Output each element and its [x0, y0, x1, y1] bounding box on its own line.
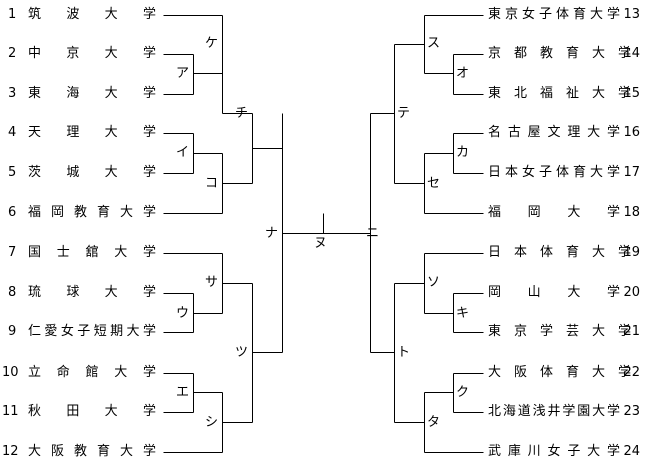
match-label-i: イ [176, 145, 190, 160]
match-label-to: ト [397, 345, 411, 360]
team-name: 福 岡 大 学 [488, 205, 620, 220]
team-seed: 19 [623, 245, 640, 260]
team-seed: 22 [623, 365, 640, 380]
team-seed: 20 [623, 285, 640, 300]
match-label-a: ア [176, 66, 190, 81]
match-label-ko: コ [205, 176, 219, 191]
team-seed: 3 [8, 86, 17, 101]
team-name: 東京女子体育大学 [488, 7, 620, 22]
team-name: 福岡教育大学 [28, 205, 156, 220]
match-label-shi: シ [205, 415, 219, 430]
match-label-se: セ [427, 176, 441, 191]
team-name: 京 都 教 育 大 学 [488, 46, 632, 61]
team-seed: 4 [8, 125, 17, 140]
match-label-ki: キ [456, 306, 470, 321]
team-name: 東 京 学 芸 大 学 [488, 324, 632, 339]
team-name: 立 命 館 大 学 [28, 365, 156, 380]
team-seed: 1 [8, 7, 17, 22]
match-label-nu: ヌ [314, 236, 328, 251]
team-seed: 7 [8, 245, 17, 260]
match-label-u: ウ [176, 306, 190, 321]
match-label-te: テ [397, 106, 411, 121]
team-seed: 13 [623, 7, 640, 22]
team-seed: 8 [8, 285, 17, 300]
team-name: 天 理 大 学 [28, 125, 156, 140]
team-seed: 10 [2, 365, 19, 380]
team-name: 茨 城 大 学 [28, 165, 156, 180]
team-seed: 5 [8, 165, 17, 180]
team-seed: 24 [623, 444, 640, 459]
match-label-chi: チ [235, 106, 249, 121]
team-seed: 12 [2, 444, 19, 459]
team-name: 北海道浅井学園大学 [488, 404, 620, 419]
team-name: 筑 波 大 学 [28, 7, 156, 22]
team-seed: 14 [623, 46, 640, 61]
team-seed: 11 [2, 404, 19, 419]
team-seed: 9 [8, 324, 17, 339]
match-label-ta: タ [427, 415, 441, 430]
team-name: 岡 山 大 学 [488, 285, 620, 300]
team-seed: 21 [623, 324, 640, 339]
match-label-ni: ニ [366, 226, 380, 241]
team-seed: 2 [8, 46, 17, 61]
team-seed: 16 [623, 125, 640, 140]
match-label-ku: ク [456, 385, 470, 400]
team-name: 日 本 体 育 大 学 [488, 245, 632, 260]
team-name: 仁愛女子短期大学 [28, 324, 156, 339]
team-name: 国 士 舘 大 学 [28, 245, 156, 260]
match-label-e: エ [176, 385, 190, 400]
team-name: 大阪教育大学 [28, 444, 156, 459]
match-label-tsu: ツ [235, 345, 249, 360]
team-name: 中 京 大 学 [28, 46, 156, 61]
team-seed: 18 [623, 205, 640, 220]
match-label-sa: サ [205, 275, 219, 290]
team-name: 武庫川女子大学 [488, 444, 620, 459]
match-label-na: ナ [265, 226, 279, 241]
team-name: 秋 田 大 学 [28, 404, 156, 419]
team-name: 東 北 福 祉 大 学 [488, 86, 632, 101]
team-name: 名古屋文理大学 [488, 125, 620, 140]
match-label-su: ス [427, 36, 441, 51]
team-seed: 6 [8, 205, 17, 220]
team-seed: 23 [623, 404, 640, 419]
match-label-o: オ [456, 66, 470, 81]
team-name: 琉 球 大 学 [28, 285, 156, 300]
team-name: 大 阪 体 育 大 学 [488, 365, 632, 380]
match-label-ke: ケ [205, 36, 219, 51]
team-seed: 15 [623, 86, 640, 101]
match-label-ka: カ [456, 145, 470, 160]
team-name: 日本女子体育大学 [488, 165, 620, 180]
team-seed: 17 [623, 165, 640, 180]
team-name: 東 海 大 学 [28, 86, 156, 101]
match-label-so: ソ [427, 275, 441, 290]
